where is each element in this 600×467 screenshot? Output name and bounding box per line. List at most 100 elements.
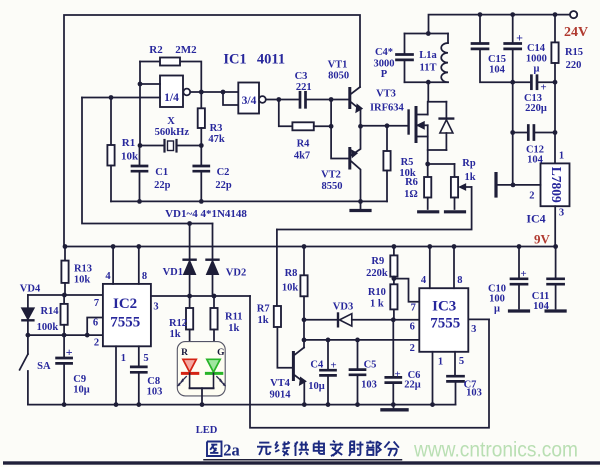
svg-text:1: 1 [559,151,564,162]
svg-text:9V: 9V [534,232,551,247]
svg-text:G: G [217,348,225,358]
svg-text:R13: R13 [74,264,92,275]
svg-text:24V: 24V [564,25,588,40]
svg-text:VD1: VD1 [163,267,183,278]
svg-text:VD2: VD2 [226,268,246,279]
svg-text:100k: 100k [37,322,59,333]
svg-text:10k: 10k [74,275,91,286]
svg-text:R5: R5 [401,157,414,168]
svg-text:2: 2 [529,191,534,202]
svg-text:6: 6 [93,318,98,329]
svg-text:22p: 22p [215,180,232,191]
svg-text:1k: 1k [464,172,475,183]
svg-text:104: 104 [527,155,544,166]
svg-text:103: 103 [361,380,377,391]
svg-text:R14: R14 [40,306,59,317]
svg-text:220μ: 220μ [525,103,547,114]
svg-text:LED: LED [196,425,218,436]
svg-text:6: 6 [410,322,415,333]
svg-text:X: X [167,116,175,127]
svg-text:1: 1 [121,353,126,364]
svg-text:μ: μ [494,304,500,315]
svg-text:104: 104 [533,301,550,312]
svg-text:C4*: C4* [375,47,393,58]
svg-text:3: 3 [153,302,158,313]
svg-text:R3: R3 [210,123,223,134]
svg-text:2: 2 [410,343,415,354]
svg-text:1k: 1k [169,329,180,340]
svg-text:7: 7 [94,298,99,309]
svg-text:IRF634: IRF634 [370,103,405,114]
svg-text:C1: C1 [155,167,168,178]
svg-text:C15: C15 [488,54,506,65]
svg-text:+: + [66,345,73,359]
svg-text:IC3: IC3 [432,299,456,315]
svg-text:VT2: VT2 [321,170,341,181]
svg-text:47k: 47k [208,134,225,145]
svg-text:C13: C13 [524,93,542,104]
svg-text:www.cntronics.com: www.cntronics.com [413,439,578,462]
svg-text:R15: R15 [565,47,583,58]
svg-text:Rp: Rp [462,158,476,169]
svg-text:VT4: VT4 [270,378,291,389]
svg-text:8: 8 [457,275,462,286]
svg-text:10k: 10k [282,283,299,294]
svg-text:7555: 7555 [110,315,140,331]
svg-text:VD3: VD3 [333,302,353,313]
svg-text:L7809: L7809 [549,167,564,203]
svg-text:1 k: 1 k [370,299,384,310]
svg-text:+: + [520,268,526,280]
svg-text:11T: 11T [420,63,437,74]
svg-text:7: 7 [411,302,416,313]
svg-text:560kHz: 560kHz [155,127,190,138]
svg-text:C12: C12 [526,145,544,156]
svg-text:R: R [181,348,188,358]
svg-text:220k: 220k [366,268,388,279]
svg-text:IC2: IC2 [113,296,137,312]
svg-text:10μ: 10μ [308,381,325,392]
svg-text:1000: 1000 [526,54,547,65]
svg-text:10k: 10k [399,168,416,179]
svg-text:103: 103 [147,387,163,398]
svg-text:C5: C5 [364,360,377,371]
svg-text:3/4: 3/4 [242,95,257,107]
svg-text:C3: C3 [295,71,308,82]
svg-text:3: 3 [471,324,476,335]
svg-text:8: 8 [142,271,147,282]
svg-text:+: + [516,31,523,45]
svg-text:C2: C2 [217,167,230,178]
svg-text:μ: μ [534,64,540,75]
svg-text:4: 4 [421,275,427,286]
svg-text:R9: R9 [371,256,384,267]
svg-text:C9: C9 [73,374,86,385]
svg-text:3: 3 [559,208,564,219]
svg-text:+: + [394,369,400,381]
svg-text:C11: C11 [532,291,550,302]
svg-text:SA: SA [37,361,51,372]
svg-text:R8: R8 [285,268,298,279]
svg-text:1: 1 [438,357,443,368]
svg-text:5: 5 [459,356,464,367]
svg-text:R10: R10 [368,287,386,298]
svg-text:C10: C10 [488,284,506,295]
svg-text:VT3: VT3 [376,89,396,100]
svg-text:C6: C6 [408,370,421,381]
svg-text:10μ: 10μ [73,385,90,396]
svg-text:C14: C14 [527,43,546,54]
svg-text:R11: R11 [225,312,243,323]
svg-text:3000: 3000 [374,59,395,70]
svg-text:C8: C8 [147,376,160,387]
svg-text:5: 5 [143,353,148,364]
svg-text:1Ω: 1Ω [404,189,418,200]
svg-text:R2: R2 [149,44,163,56]
svg-text:R12: R12 [169,318,187,329]
svg-text:1k: 1k [257,315,268,326]
svg-text:L1a: L1a [419,50,437,61]
svg-text:22p: 22p [154,180,171,191]
svg-text:C7: C7 [464,380,477,391]
svg-text:R4: R4 [297,139,311,150]
svg-text:10k: 10k [121,151,139,163]
svg-text:VD1~4 4*1N4148: VD1~4 4*1N4148 [165,208,247,220]
svg-text:8550: 8550 [322,181,343,192]
svg-text:R6: R6 [405,177,418,188]
